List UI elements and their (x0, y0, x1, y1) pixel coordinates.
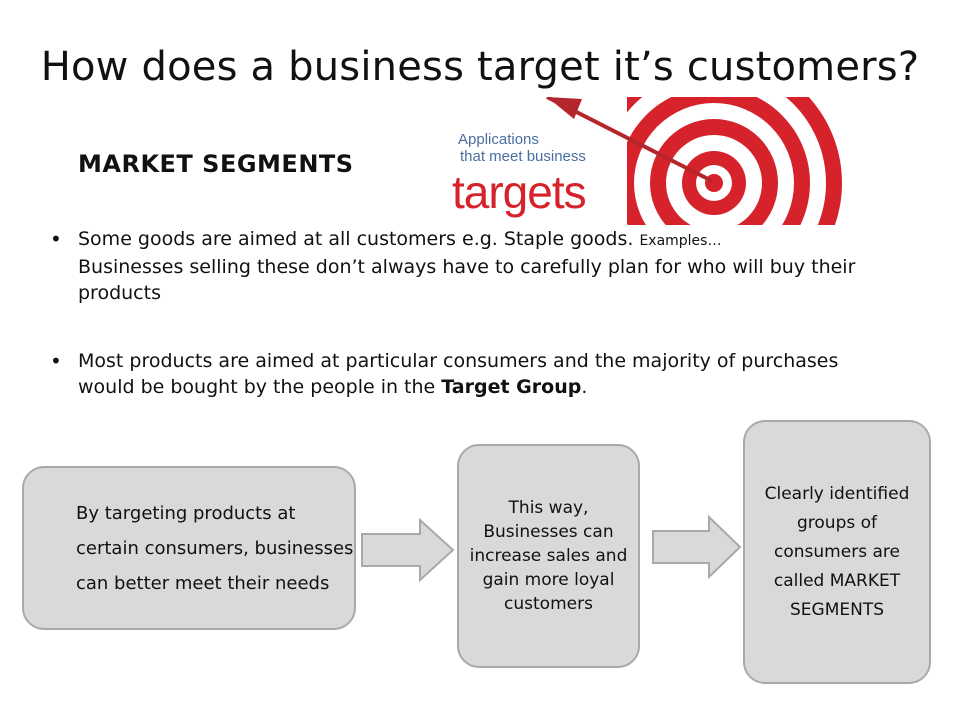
flow-box-1-text: By targeting products at certain consume… (76, 502, 354, 594)
flow-box-3: Clearly identified groups of consumers a… (743, 420, 931, 684)
bullet-icon: • (50, 349, 62, 373)
right-arrow-icon (361, 518, 455, 582)
bullet-icon: • (50, 227, 62, 251)
flow-box-2-text: This way, Businesses can increase sales … (469, 498, 628, 614)
arrow-icon (546, 97, 713, 183)
bullet-text: Some goods are aimed at all customers e.… (78, 228, 856, 304)
flow-box-3-text: Clearly identified groups of consumers a… (764, 483, 910, 620)
targets-graphic: Applications that meet business targets (452, 97, 862, 225)
bullet-text: Most products are aimed at particular co… (78, 350, 839, 398)
right-arrow-icon (652, 515, 742, 579)
flow-box-1: By targeting products at certain consume… (22, 466, 356, 630)
bullseye-icon (452, 97, 842, 225)
graphic-caption: Applications that meet business (458, 131, 586, 165)
section-heading: MARKET SEGMENTS (78, 150, 354, 178)
graphic-caption-line-1: Applications (458, 131, 539, 148)
slide-title: How does a business target it’s customer… (40, 44, 920, 90)
flow-box-2: This way, Businesses can increase sales … (457, 444, 640, 668)
graphic-caption-line-2: that meet business (460, 148, 586, 165)
graphic-word: targets (452, 166, 587, 218)
